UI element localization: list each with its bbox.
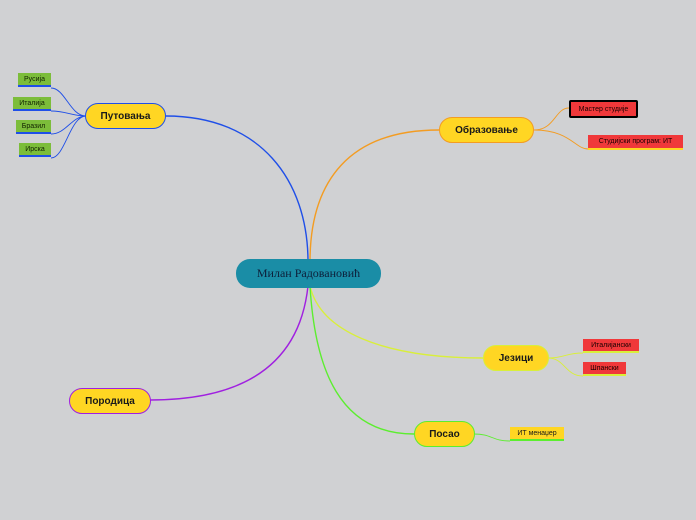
subtopic-ireland[interactable]: Ирска [19, 143, 51, 157]
connector-work [309, 285, 415, 435]
connector-spanish [547, 357, 584, 377]
connector-program [533, 129, 589, 150]
subtopic-spanish[interactable]: Шпански [583, 362, 626, 376]
subtopic-study-program[interactable]: Студијски програм: ИТ [588, 135, 683, 150]
connector-masters [533, 107, 570, 131]
central-topic[interactable]: Милан Радовановић [236, 259, 381, 288]
connector-brazil [50, 115, 87, 135]
topic-education[interactable]: Образовање [439, 117, 534, 143]
connector-italian [547, 352, 584, 359]
topic-languages[interactable]: Језици [483, 345, 549, 371]
connector-ireland [50, 115, 87, 159]
connector-russia [50, 87, 87, 117]
subtopic-italy[interactable]: Италија [13, 97, 51, 111]
subtopic-it-manager[interactable]: ИТ менаџер [510, 427, 564, 441]
subtopic-italian[interactable]: Италијански [583, 339, 639, 353]
topic-work[interactable]: Посао [414, 421, 475, 447]
connector-languages [309, 285, 484, 359]
connector-travel [165, 115, 309, 263]
connector-education [309, 129, 440, 263]
subtopic-brazil[interactable]: Бразил [16, 120, 51, 134]
connector-it-manager [473, 433, 511, 442]
topic-travel[interactable]: Путовања [85, 103, 166, 129]
connector-italy [50, 110, 87, 117]
subtopic-masters[interactable]: Мастер студије [569, 100, 638, 118]
connector-family [149, 285, 309, 401]
topic-family[interactable]: Породица [69, 388, 151, 414]
subtopic-russia[interactable]: Русија [18, 73, 51, 87]
